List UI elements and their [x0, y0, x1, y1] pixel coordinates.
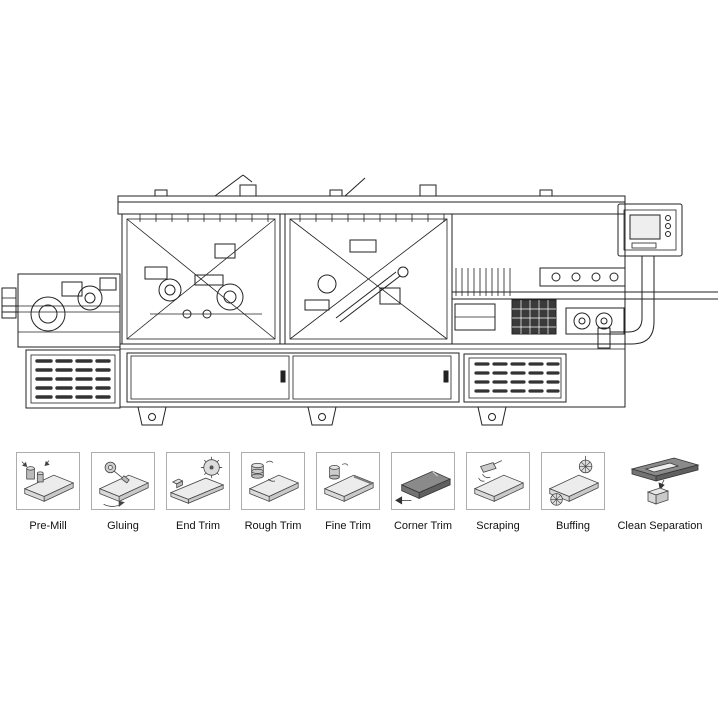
step-label-gluing: Gluing [107, 520, 139, 532]
machine-control-panel [597, 203, 683, 349]
scraping-icon-box [466, 452, 530, 510]
machine-left-vent-panel [25, 349, 121, 409]
step-clean-separation: Clean Separation [614, 452, 706, 532]
step-label-rough-trim: Rough Trim [244, 520, 302, 532]
step-label-scraping: Scraping [476, 520, 520, 532]
scraping-icon [473, 460, 525, 502]
step-label-corner-trim: Corner Trim [393, 520, 453, 532]
step-label-buffing: Buffing [555, 520, 591, 532]
step-label-end-trim: End Trim [175, 520, 220, 532]
corner-trim-icon-box [391, 452, 455, 510]
machine-top-beam [117, 174, 626, 222]
step-label-clean-separation: Clean Separation [617, 520, 703, 532]
machine-panel-left [121, 213, 281, 345]
buffing-icon [548, 455, 600, 506]
machine-diagram [1, 174, 718, 426]
step-pre-mill: Pre-Mill [14, 452, 82, 532]
corner-trim-icon [395, 470, 452, 505]
gluing-icon-box [91, 452, 155, 510]
machine-feet [137, 406, 507, 426]
machine-right-vent-panel [463, 353, 567, 403]
rough-trim-icon [248, 460, 300, 502]
machine-panel-right [284, 213, 453, 345]
machine-left-infeed-unit [1, 273, 121, 348]
clean-separation-icon [630, 457, 700, 505]
machine-base-cabinet [119, 343, 626, 408]
machine-illustration [0, 172, 720, 434]
step-gluing: Gluing [89, 452, 157, 532]
fine-trim-icon-box [316, 452, 380, 510]
machine-right-section [452, 214, 718, 344]
pre-mill-icon [21, 460, 75, 502]
end-trim-icon [169, 456, 225, 504]
step-label-pre-mill: Pre-Mill [29, 520, 67, 532]
pre-mill-icon-box [16, 452, 80, 510]
step-end-trim: End Trim [164, 452, 232, 532]
process-steps-row: Pre-Mill [0, 452, 720, 532]
end-trim-icon-box [166, 452, 230, 510]
step-fine-trim: Fine Trim [314, 452, 382, 532]
step-scraping: Scraping [464, 452, 532, 532]
rough-trim-icon-box [241, 452, 305, 510]
step-label-fine-trim: Fine Trim [325, 520, 371, 532]
gluing-icon [98, 461, 150, 507]
step-rough-trim: Rough Trim [239, 452, 307, 532]
fine-trim-icon [323, 463, 375, 502]
step-corner-trim: Corner Trim [389, 452, 457, 532]
step-buffing: Buffing [539, 452, 607, 532]
buffing-icon-box [541, 452, 605, 510]
clean-separation-icon-box [616, 452, 704, 510]
